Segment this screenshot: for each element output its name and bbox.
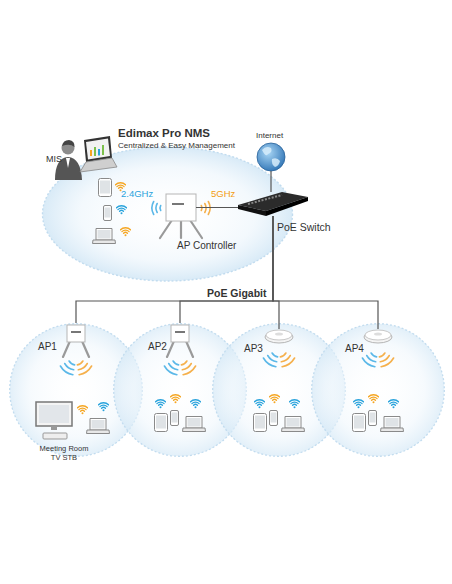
switch-device: PoE Switch xyxy=(238,192,308,216)
zone-ellipse xyxy=(43,147,293,281)
controller-device: AP Controller xyxy=(166,194,196,221)
device-label: AP Controller xyxy=(177,240,236,252)
network-cable xyxy=(270,171,271,192)
network-cable xyxy=(196,207,238,208)
radio-waves xyxy=(362,353,393,367)
wifi-icon xyxy=(77,406,87,414)
network-zone: Edimax Pro NMSCentralized & Easy Managem… xyxy=(40,124,295,284)
client-devices xyxy=(155,395,404,432)
ap-label: AP2 xyxy=(148,341,167,353)
network-cable xyxy=(180,216,273,323)
wifi-icon xyxy=(98,403,108,411)
wifi-icon xyxy=(116,206,126,214)
mis-person xyxy=(55,140,82,180)
zone-title: Edimax Pro NMS xyxy=(118,127,210,140)
radio-waves xyxy=(60,361,91,375)
meeting-room-devices xyxy=(36,402,110,439)
ap-label: AP1 xyxy=(38,341,57,353)
radio-waves xyxy=(164,361,195,375)
radio-waves xyxy=(263,353,294,367)
coverage-outline xyxy=(311,323,445,457)
wifi-icon xyxy=(115,183,125,191)
controller-device-art xyxy=(152,194,210,238)
access-point-art xyxy=(60,323,393,375)
mis-laptop xyxy=(80,136,117,172)
laptop-icon xyxy=(93,229,116,244)
coverage-ring xyxy=(312,324,445,457)
ap-device xyxy=(167,325,193,357)
device-label: Internet xyxy=(256,131,283,140)
network-cable xyxy=(273,216,378,323)
wifi-icon xyxy=(120,228,130,236)
ap-device xyxy=(265,330,293,343)
ap-device xyxy=(63,325,89,357)
ap-label: AP4 xyxy=(345,343,364,355)
device-label: PoE Switch xyxy=(277,221,331,233)
network-cable xyxy=(76,216,273,323)
tablet-icon xyxy=(99,179,112,197)
network-cable xyxy=(273,216,279,323)
laptop-icon xyxy=(87,419,110,434)
coverage-circle: AP4 xyxy=(311,323,445,457)
zone-subtitle: Centralized & Easy Management xyxy=(118,141,235,150)
link-label: PoE Gigabit xyxy=(207,287,267,299)
role-label: MIS xyxy=(46,154,62,164)
poe-switch-art xyxy=(238,192,308,216)
internet-globe-art xyxy=(257,143,285,171)
client-devices xyxy=(93,179,131,244)
internet-globe: Internet xyxy=(257,143,285,171)
ap-label: AP3 xyxy=(244,343,263,355)
ap-device xyxy=(364,330,392,343)
phone-icon xyxy=(104,206,112,221)
